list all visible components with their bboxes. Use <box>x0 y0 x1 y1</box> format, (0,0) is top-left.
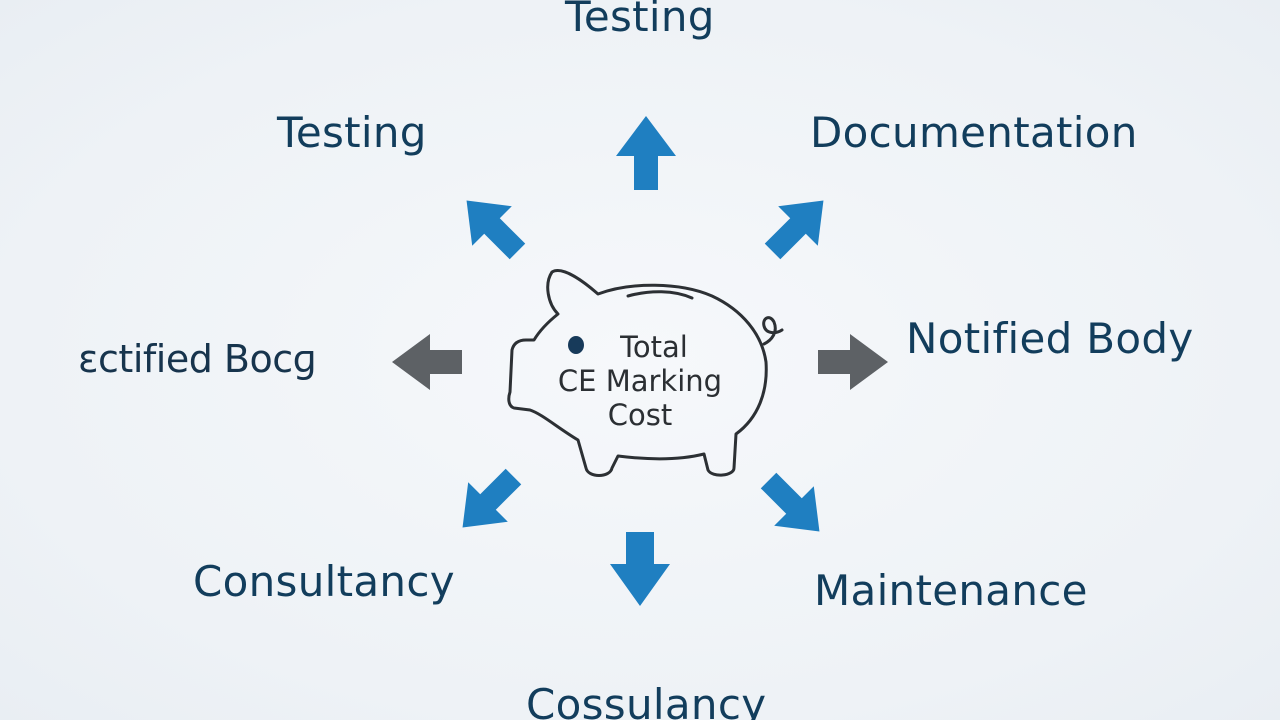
node-label-bottom: Cossulancy <box>526 680 767 720</box>
piggy-eye-icon <box>568 336 584 354</box>
center-title-line2: CE Marking <box>557 364 723 398</box>
arrow-right-icon <box>812 322 892 402</box>
node-label-top: Testing <box>565 0 715 41</box>
arrow-left-icon <box>388 322 468 402</box>
arrow-down-right-icon <box>754 466 834 546</box>
center-title: Total CE Marking Cost <box>540 330 740 432</box>
arrow-up-left-icon <box>452 186 532 266</box>
node-label-top-left: Testing <box>277 108 427 157</box>
node-label-bottom-right: Maintenance <box>814 566 1088 615</box>
node-label-left: ɛctified Bocɡ <box>78 337 317 381</box>
center-title-line1: Total <box>620 330 688 364</box>
node-label-bottom-left: Consultancy <box>193 557 455 606</box>
node-label-right: Notified Body <box>906 314 1194 363</box>
node-label-top-right: Documentation <box>810 108 1138 157</box>
piggy-bank-icon <box>500 262 790 482</box>
arrow-down-left-icon <box>448 462 528 542</box>
arrow-up-icon <box>606 112 686 192</box>
arrow-up-right-icon <box>758 186 838 266</box>
arrow-down-icon <box>600 528 680 608</box>
center-title-line3: Cost <box>607 398 673 432</box>
